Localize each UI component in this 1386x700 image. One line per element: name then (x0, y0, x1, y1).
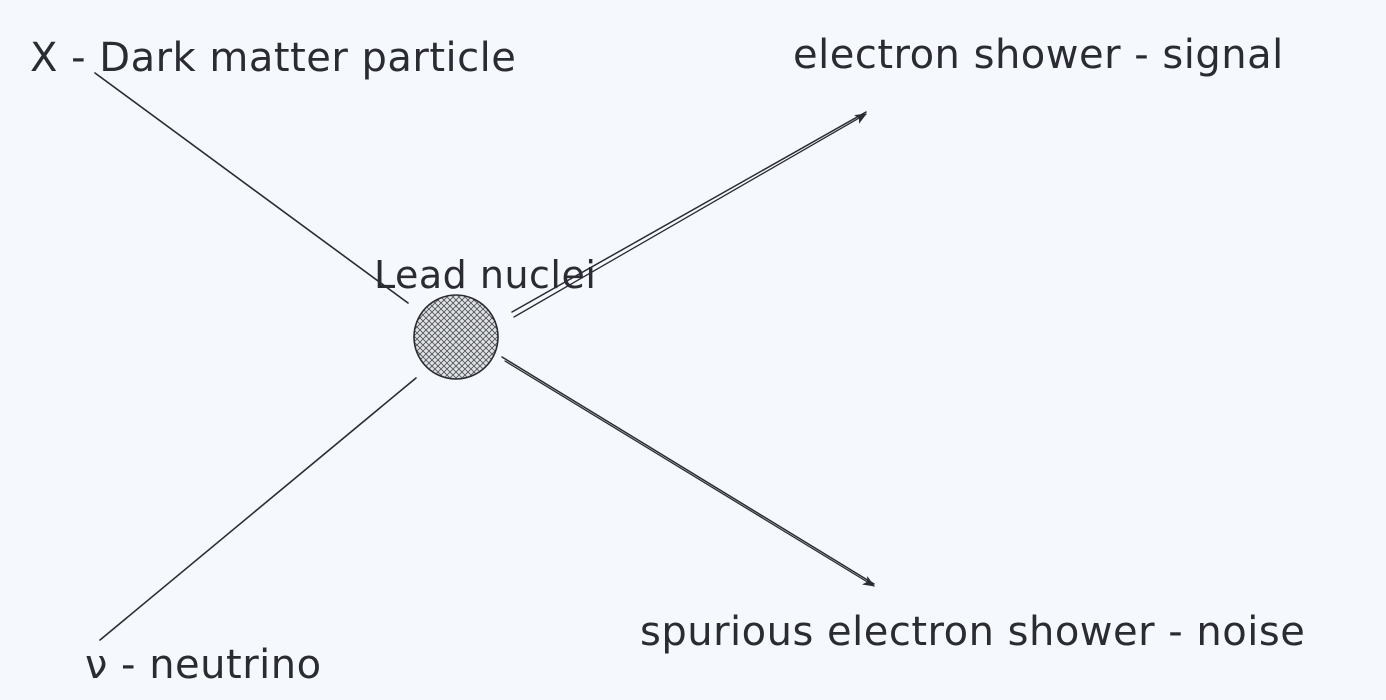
neutrino-label: ν - neutrino (85, 642, 322, 688)
noise-label: spurious electron shower - noise (640, 609, 1306, 655)
dark-matter-track (94, 72, 409, 304)
noise-arrow (501, 356, 875, 587)
signal-arrow (511, 111, 867, 318)
lead-nucleus-label: Lead nuclei (374, 253, 597, 297)
lead-nucleus (413, 294, 499, 380)
dark-matter-label: X - Dark matter particle (30, 35, 517, 81)
neutrino-track (99, 377, 417, 641)
signal-label: electron shower - signal (793, 32, 1284, 78)
